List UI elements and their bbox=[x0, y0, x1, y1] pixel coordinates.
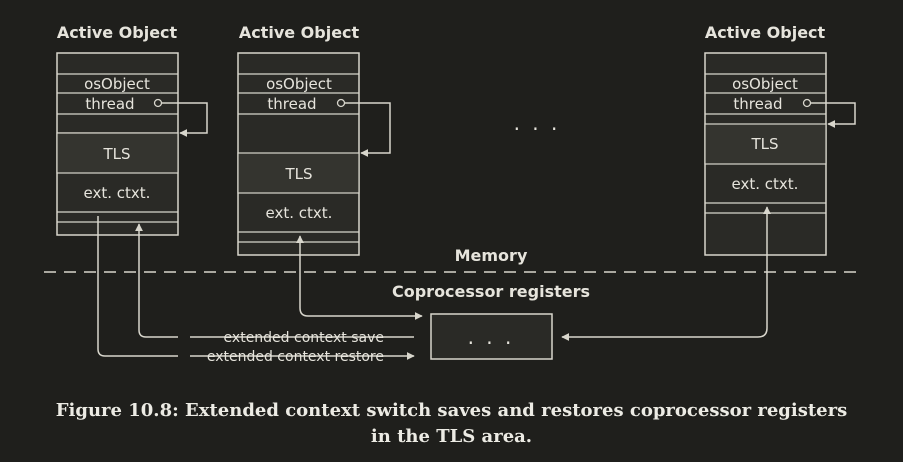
thread-pointer-icon bbox=[153, 98, 163, 108]
active-object-title: Active Object bbox=[705, 23, 826, 42]
bidirectional-arrow-object-3 bbox=[561, 206, 771, 341]
thread-to-tls-arrow bbox=[162, 102, 208, 137]
ext-ctxt-field: ext. ctxt. bbox=[732, 175, 799, 193]
thread-to-tls-arrow bbox=[811, 102, 856, 128]
active-object-3: Active Object osObject thread TLS ext. c… bbox=[704, 23, 856, 256]
thread-pointer-icon bbox=[336, 98, 346, 108]
osobject-field: osObject bbox=[84, 75, 150, 93]
memory-label: Memory bbox=[455, 246, 528, 265]
osobject-field: osObject bbox=[732, 75, 798, 93]
thread-field: thread bbox=[85, 95, 134, 113]
ext-ctxt-field: ext. ctxt. bbox=[266, 204, 333, 222]
ext-ctxt-field: ext. ctxt. bbox=[84, 184, 151, 202]
thread-field: thread bbox=[267, 95, 316, 113]
caption-line-2: in the TLS area. bbox=[370, 426, 533, 447]
extended-context-save-label: extended context save bbox=[224, 330, 384, 346]
tls-field: TLS bbox=[102, 145, 130, 163]
thread-pointer-icon bbox=[802, 98, 812, 108]
figure-caption: Figure 10.8: Extended context switch sav… bbox=[20, 398, 883, 450]
extended-context-restore-label: extended context restore bbox=[207, 349, 384, 365]
thread-to-tls-arrow bbox=[345, 102, 391, 157]
context-switch-diagram: Active Object osObject thread TLS ext. c… bbox=[44, 23, 858, 365]
active-object-2: Active Object osObject thread TLS ext. c… bbox=[237, 23, 391, 256]
osobject-field: osObject bbox=[266, 75, 332, 93]
coprocessor-box-ellipsis: . . . bbox=[468, 325, 515, 349]
more-objects-ellipsis: . . . bbox=[514, 111, 561, 135]
bidirectional-arrow-object-2 bbox=[296, 235, 423, 320]
save-arrow-object-1 bbox=[135, 223, 414, 338]
caption-line-1: Figure 10.8: Extended context switch sav… bbox=[55, 400, 848, 421]
coprocessor-register-box bbox=[430, 313, 553, 360]
active-object-title: Active Object bbox=[239, 23, 360, 42]
thread-field: thread bbox=[733, 95, 782, 113]
tls-band bbox=[237, 152, 360, 194]
tls-field: TLS bbox=[750, 135, 778, 153]
active-object-title: Active Object bbox=[57, 23, 178, 42]
coprocessor-label: Coprocessor registers bbox=[392, 282, 590, 301]
active-object-1: Active Object osObject thread TLS ext. c… bbox=[56, 23, 208, 236]
restore-arrow-object-1 bbox=[97, 216, 415, 360]
tls-band bbox=[56, 132, 179, 174]
tls-band bbox=[704, 123, 827, 165]
tls-field: TLS bbox=[284, 165, 312, 183]
